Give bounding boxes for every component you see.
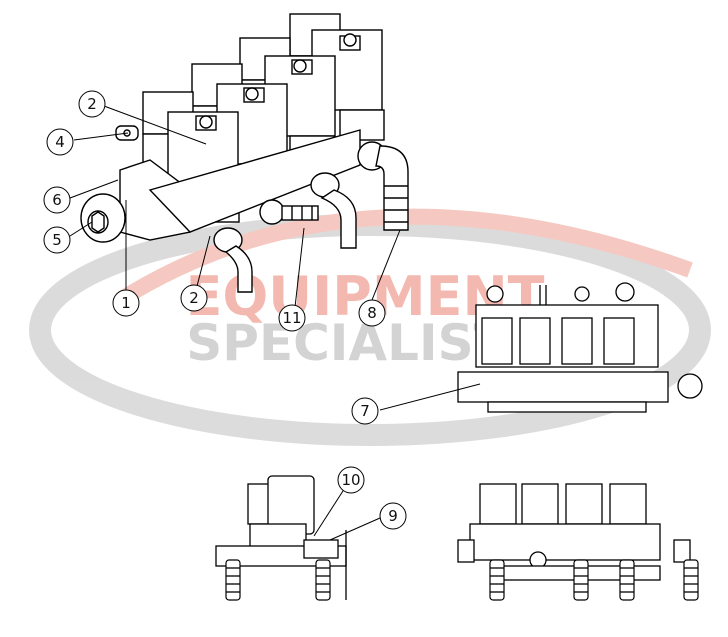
elbow-fitting-8 xyxy=(357,141,409,231)
svg-text:1: 1 xyxy=(121,294,131,312)
callouts: 2 4 6 5 1 2 11 8 7 10 9 xyxy=(43,90,407,530)
svg-text:11: 11 xyxy=(282,309,301,327)
callout-2-bottom: 2 xyxy=(180,284,208,312)
svg-text:8: 8 xyxy=(367,304,377,322)
callout-1: 1 xyxy=(112,289,140,317)
callout-11: 11 xyxy=(278,304,306,332)
manifold-body xyxy=(148,129,361,233)
svg-text:4: 4 xyxy=(55,133,65,151)
svg-text:2: 2 xyxy=(189,289,199,307)
callout-6: 6 xyxy=(43,186,71,214)
elbow-fitting-3 xyxy=(310,172,357,249)
callout-7: 7 xyxy=(351,397,379,425)
end-view-assembly xyxy=(215,475,347,601)
leader-lines xyxy=(69,105,481,541)
isometric-assembly xyxy=(80,13,409,293)
callout-5: 5 xyxy=(43,226,71,254)
callout-2-top: 2 xyxy=(78,90,106,118)
hex-socket xyxy=(91,211,105,233)
callout-9: 9 xyxy=(379,502,407,530)
svg-text:9: 9 xyxy=(388,507,398,525)
callout-8: 8 xyxy=(358,299,386,327)
svg-text:7: 7 xyxy=(360,402,370,420)
svg-text:6: 6 xyxy=(52,191,62,209)
front-view-assembly xyxy=(457,483,699,601)
elbow-fitting-2 xyxy=(213,227,253,293)
straight-barb-11 xyxy=(259,199,319,225)
watermark-swoosh-red xyxy=(115,208,693,307)
svg-text:5: 5 xyxy=(52,231,62,249)
callout-4: 4 xyxy=(46,128,74,156)
side-view-assembly xyxy=(457,282,703,413)
svg-text:10: 10 xyxy=(341,471,360,489)
svg-text:2: 2 xyxy=(87,95,97,113)
callout-10: 10 xyxy=(337,466,365,494)
